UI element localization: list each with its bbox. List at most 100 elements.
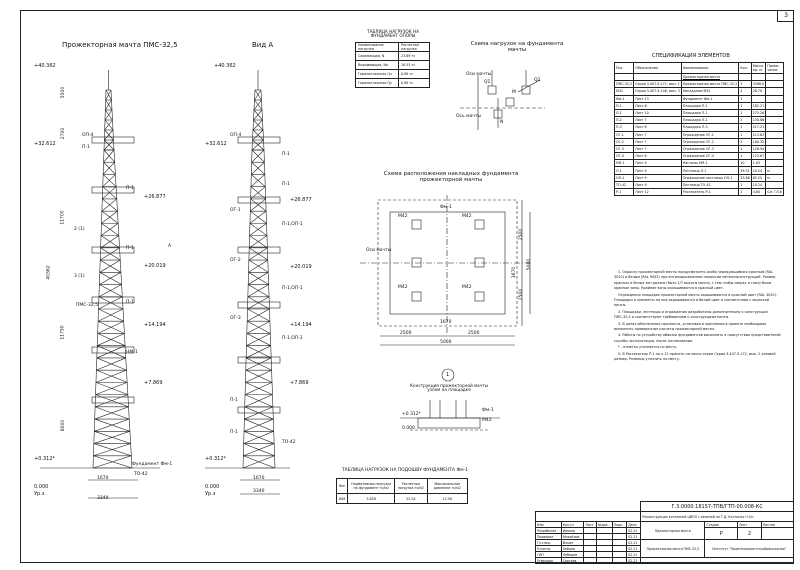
lattice-member [250,210,267,224]
spec-cell: Лист 8 [633,152,682,161]
lattice-member [249,247,268,261]
lattice-member [253,109,263,121]
fload-header: Нормативная нагрузка на фундамент тс/м2 [347,478,396,494]
node-elev: +0.312* [402,412,421,417]
lattice-member [102,174,116,187]
loads-table-header: Наименование нагрузки Расчетная нагрузка [354,42,430,52]
spec-cell: См. ГЛ.8 [765,187,784,197]
spec-cell: ОГ-2 [613,137,635,146]
spec-cell: ОГ-1 [613,130,635,139]
spec-cell: Ограждение лестницы ОЛ-1 [680,173,740,182]
layout-dim-4: 1670 [440,320,452,325]
spec-cell: Площадка П-3 [680,123,740,132]
spec-cell: 1.03 [750,159,767,168]
spec-empty-cell [633,72,682,82]
lattice-member [246,345,272,359]
view-elev-top: +40.362 [214,63,236,69]
lattice-member [102,174,117,187]
table-row: Утвердил Сергеев 02.21 [535,557,794,564]
lattice-member [252,139,265,151]
spec-header-cell: Наименование [680,62,740,74]
elev-zero: 0.000 [34,484,49,490]
lattice-member [100,223,119,236]
elev-e6: +0.312* [34,456,56,462]
elev-e2: +26.877 [144,194,166,200]
elev-e1: +32.612 [34,141,56,147]
spec-cell: Лестница ТО-42 [680,180,740,190]
platform [91,186,135,194]
spec-cell: Лист 7 [633,130,682,139]
lattice-member [95,406,130,420]
mast-label-to: ТО-42 [134,472,148,477]
stamp-sheets [760,527,795,540]
fload-header: Максимальное давление тс/м2 [426,478,469,494]
spec-cell: 100.32 [750,137,767,146]
lattice-member [103,149,115,163]
spec-cell: ТО-42 [613,180,635,190]
lattice-member [245,369,273,383]
table-row: Реконструкция котельной ЦВПЛ с заменой н… [534,511,794,522]
table-row: Вес Нормативная нагрузка на фундамент тс… [335,478,469,494]
sheet-frame [20,10,794,563]
lattice-member [97,320,125,334]
title-block: Г.3.0000.18157-ТПВ/ГТП-00.008-КС Реконст… [534,501,795,564]
spec-header-cell: Обозначение [633,62,682,74]
dim-d5: 8000 [61,419,67,432]
loads-scheme-title: Схема нагрузок на фундамента мачты [470,41,564,53]
spec-cell [765,152,784,161]
spec-cell: Л-1 [613,166,635,175]
spec-cell: 1 [738,80,752,89]
mast-title: Прожекторная мачта ПМС-32,5 [62,41,178,49]
fload-cell: 22.34 [394,493,428,504]
foundation-loads-title: ТАБЛИЦА НАГРУЗОК НА ПОДОШВУ ФУНДАМЕНТА Ф… [342,468,468,473]
spec-cell: Лестница Л-1 [680,166,740,175]
lattice-member [253,119,264,131]
lattice-member [105,89,112,101]
lattice-member [99,272,122,285]
lattice-member [105,109,113,121]
lattice-member [254,89,262,101]
note-paragraph: 1. Окраску прожекторной мачты предусмотр… [614,270,776,291]
loads-cell: Вырывающая, Na [354,60,400,70]
platform [237,356,281,364]
view-label-9: П-1,ОП-1 [282,336,303,341]
spec-cell: Серия 3.407.9-146, вып. 3 [633,87,682,96]
node-fm: Фм-1 [482,408,494,413]
platform [91,246,135,254]
lattice-member [243,443,275,457]
spec-empty-cell [738,72,752,82]
loads-table-title: ТАБЛИЦА НАГРУЗОК НА ФУНДАМЕНТ ОПОРЫ [367,29,419,39]
spec-cell: Настилы НМ-1 [680,159,740,168]
scheme-q1: Q1 [484,80,491,85]
stamp-blank [583,557,598,564]
foundation-label: Фундамент Фм-1 [132,462,173,467]
lattice-member [103,149,115,163]
scheme-axis: Оси мачты [466,72,492,77]
platform [91,296,135,304]
mast-label-s2: 2 (1) [74,227,85,232]
lattice-member [254,89,262,101]
spec-cell: Лист 9 [633,159,682,168]
view-a-title: Вид А [252,41,274,49]
table-row: Горизонтальная Qy 0.89 тс [354,78,430,88]
spec-cell: ОГ-4 [613,152,635,161]
elev-top: +40.362 [34,63,56,69]
stamp-sheet-name: Прожекторная мачта ПМС-32,5 [640,539,706,558]
loads-cell: Горизонтальная Qy [354,78,400,88]
spec-cell: 126.94 [750,144,767,154]
lattice-member [248,284,270,298]
stamp-blank [611,557,628,564]
view-label-6: ОГ-2 [230,258,241,263]
view-label-10: П-1 [230,398,238,403]
lattice-member [99,284,123,298]
stamp-section: Прожекторная мачта [640,521,706,540]
spec-cell [765,130,784,139]
lattice-member [251,174,266,187]
lattice-member [104,119,113,131]
stamp-stage: Р [704,527,739,540]
spec-cell [765,108,784,118]
dim-d2: 5500 [61,86,67,99]
